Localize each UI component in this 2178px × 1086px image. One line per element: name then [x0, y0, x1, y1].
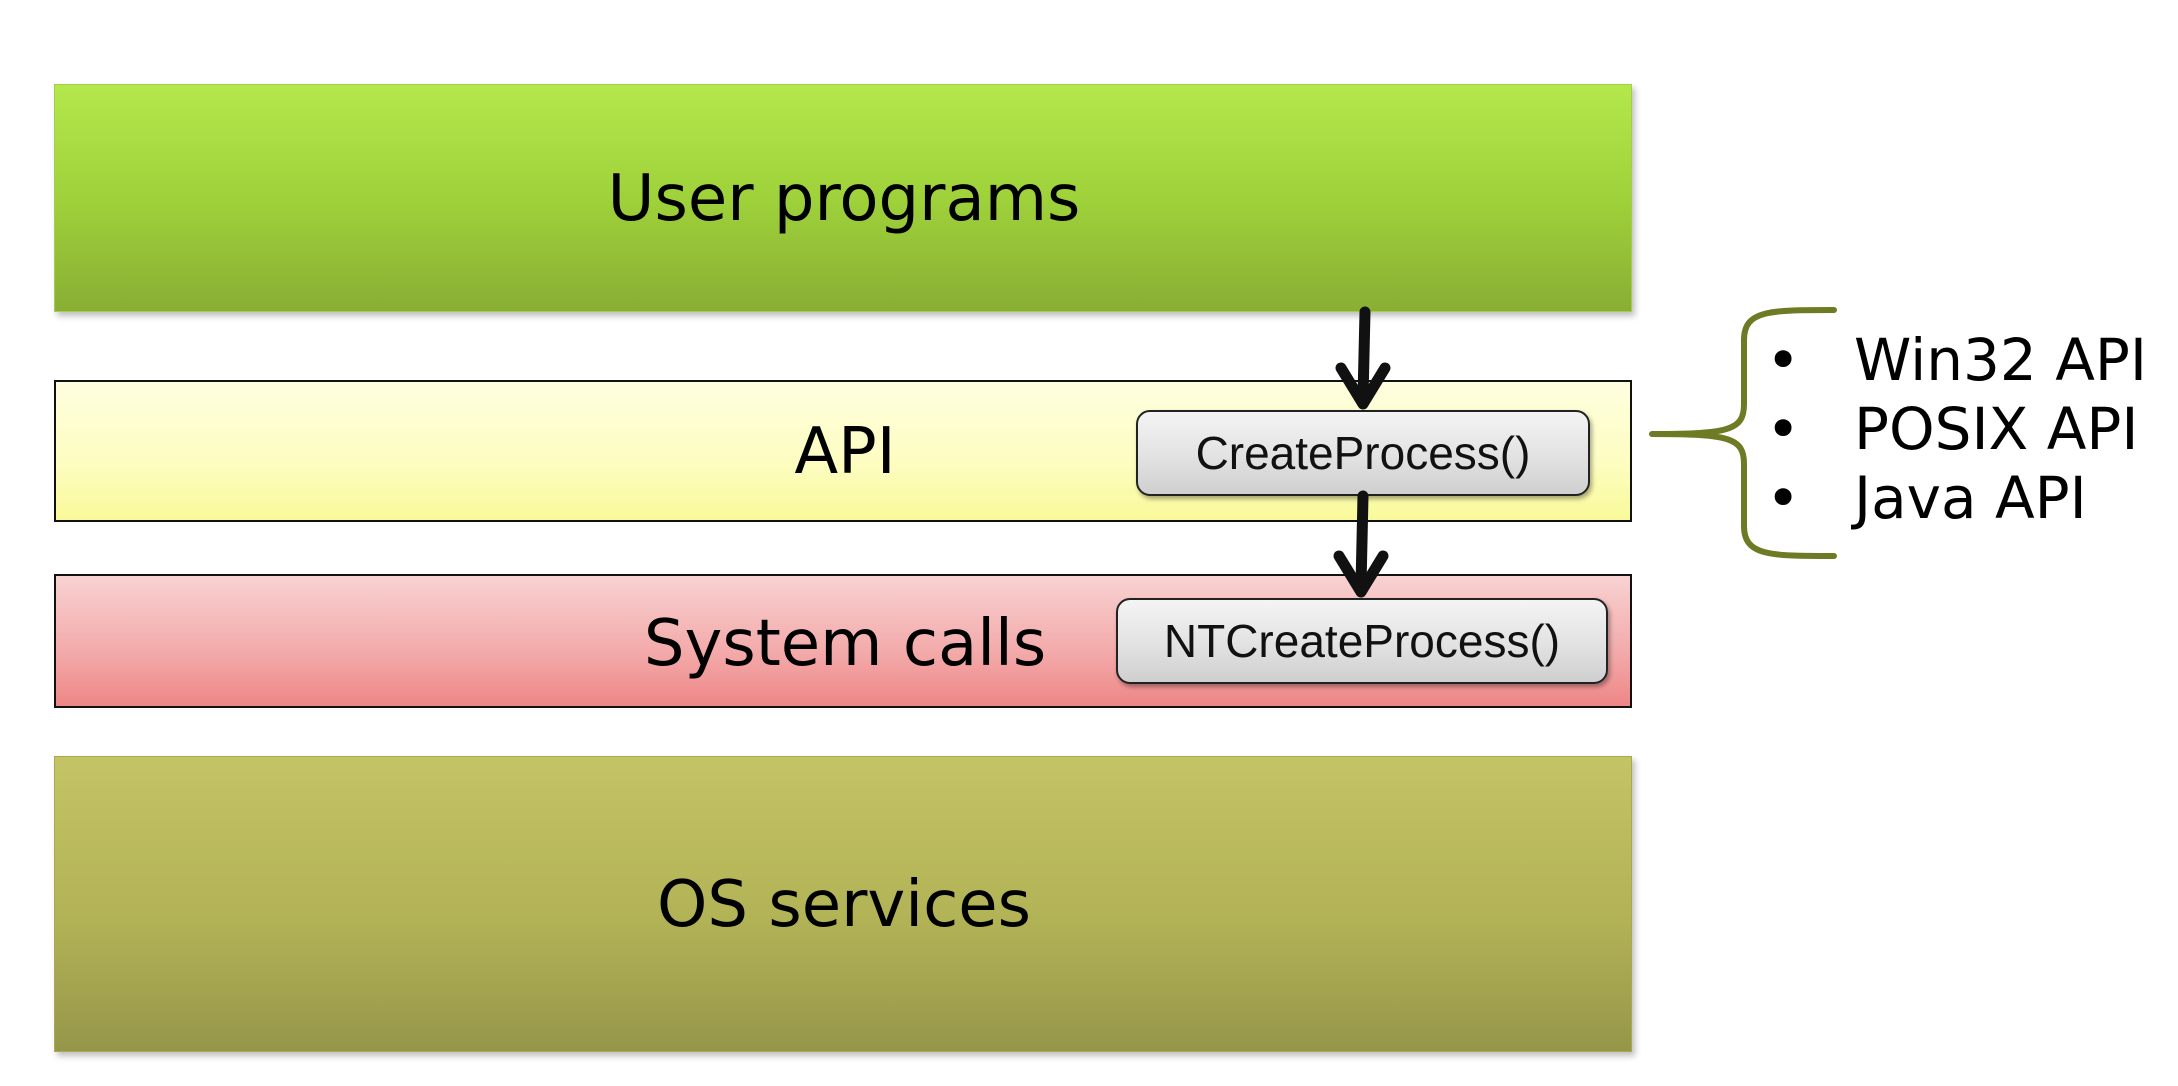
os-services-label: OS services — [657, 868, 1031, 942]
bullet-icon: • — [1766, 464, 1801, 532]
user-programs-layer: User programs — [54, 84, 1632, 312]
api-example-label: Java API — [1854, 464, 2087, 532]
createprocess-box: CreateProcess() — [1136, 410, 1590, 496]
api-example-item: • POSIX API — [1766, 395, 2147, 464]
ntcreateprocess-box: NTCreateProcess() — [1116, 598, 1608, 684]
api-example-item: • Java API — [1766, 464, 2147, 533]
bullet-icon: • — [1766, 395, 1801, 463]
api-label: API — [794, 415, 896, 489]
os-services-layer: OS services — [54, 756, 1632, 1052]
system-calls-label: System calls — [643, 607, 1047, 681]
api-examples-list: • Win32 API • POSIX API • Java API — [1766, 326, 2147, 533]
api-example-label: POSIX API — [1854, 395, 2139, 463]
bullet-icon: • — [1766, 326, 1801, 394]
api-example-label: Win32 API — [1854, 326, 2147, 394]
user-programs-label: User programs — [607, 162, 1081, 236]
api-example-item: • Win32 API — [1766, 326, 2147, 395]
